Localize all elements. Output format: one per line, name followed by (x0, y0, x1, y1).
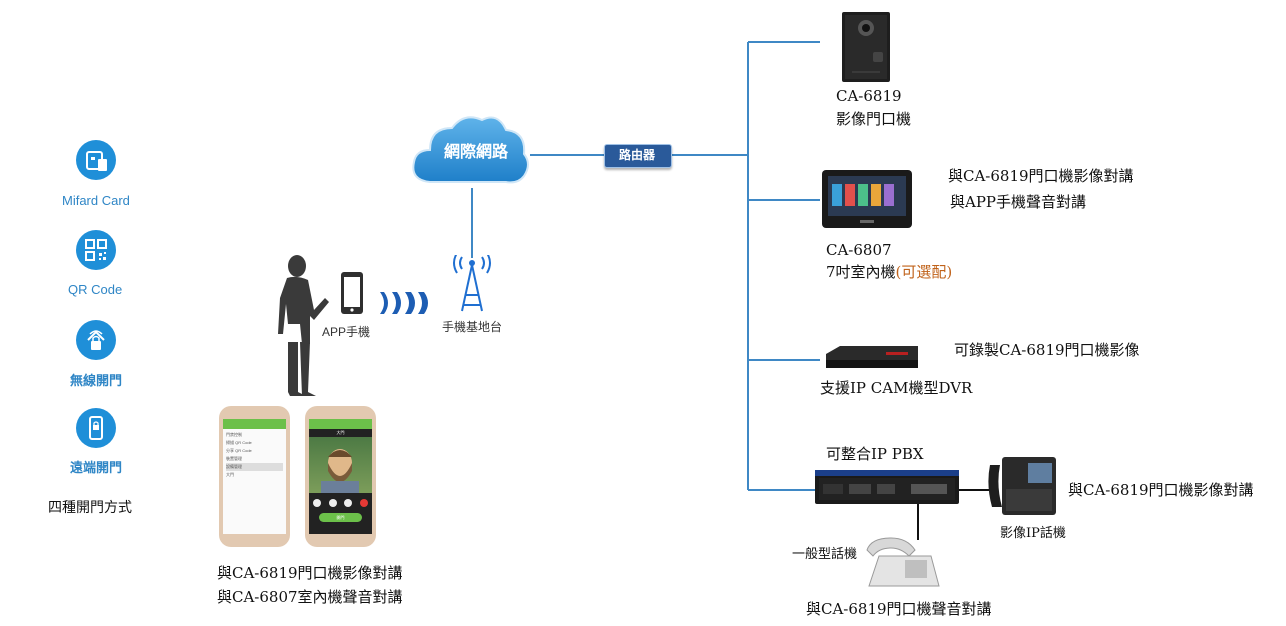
router-label: 路由器 (619, 148, 656, 162)
phones-note-1: 與CA-6819門口機影像對講 (217, 564, 403, 582)
menu-item[interactable]: 設備管理 (226, 463, 283, 471)
indoor-monitor-icon (822, 170, 912, 228)
cloud-label: 網際網路 (444, 144, 509, 161)
menu-item[interactable]: 分享 QR Code (226, 448, 252, 453)
menu-item[interactable]: 裝置管理 (226, 456, 242, 461)
ip-phone-note: 與CA-6819門口機影像對講 (1068, 481, 1254, 499)
visitor-face-icon (321, 449, 359, 493)
analog-phone-icon (866, 537, 940, 587)
menu-item[interactable]: 門禁控制 (226, 432, 242, 437)
qr-code-icon (76, 230, 116, 270)
dvr-name: 支援IP CAM機型DVR (820, 379, 973, 397)
indoor-name: 7吋室內機 (826, 263, 896, 281)
analog-phone-label: 一般型話機 (792, 547, 858, 562)
speaker-icon[interactable] (328, 499, 337, 507)
person-silhouette-icon (278, 255, 329, 396)
wireless-signal-icon (380, 292, 428, 314)
methods-caption: 四種開門方式 (48, 500, 132, 516)
phones-note-2: 與CA-6807室內機聲音對講 (217, 588, 403, 606)
method-label-wireless: 無線開門 (70, 373, 123, 388)
app-phone-label: APP手機 (322, 325, 371, 339)
doorphone-name: 影像門口機 (836, 110, 912, 128)
phone-right: 大門 開門 (305, 406, 376, 547)
indoor-model: CA-6807 (826, 241, 892, 259)
wireless-lock-icon (76, 320, 116, 360)
cell-tower-icon (453, 255, 491, 312)
indoor-optional: (可選配) (895, 263, 953, 281)
phone-right-title: 大門 (336, 430, 345, 435)
app-phone-icon (341, 272, 363, 314)
analog-phone-note: 與CA-6819門口機聲音對講 (806, 600, 992, 618)
indoor-note-2: 與APP手機聲音對講 (950, 193, 1087, 211)
card-reader-icon (76, 140, 116, 180)
method-label-qr: QR Code (68, 282, 123, 297)
pbx-device-icon (815, 470, 959, 504)
dvr-device-icon (826, 346, 918, 368)
doorphone-model: CA-6819 (836, 87, 902, 105)
phone-left-header (223, 419, 286, 429)
method-label-card: Mifard Card (62, 193, 130, 208)
router-box (604, 144, 672, 168)
menu-item[interactable]: 大門 (226, 472, 234, 477)
pbx-title: 可整合IP PBX (826, 445, 924, 463)
ip-video-phone-icon (988, 457, 1056, 515)
indoor-name-line: 7吋室內機(可選配) (826, 265, 952, 280)
phone-left: 門禁控制 掃描 QR Code 分享 QR Code 裝置管理 設備管理 大門 (219, 406, 290, 547)
method-label-remote: 遠端開門 (70, 460, 123, 475)
menu-item[interactable]: 掃描 QR Code (226, 440, 252, 445)
dvr-note: 可錄製CA-6819門口機影像 (954, 341, 1140, 359)
base-station-label: 手機基地台 (442, 320, 503, 334)
phone-right-screen: 大門 開門 (309, 419, 372, 534)
internet-cloud-icon (412, 116, 529, 184)
remote-phone-icon (76, 408, 116, 448)
ip-phone-label: 影像IP話機 (1000, 526, 1066, 541)
mic-icon[interactable] (344, 499, 353, 507)
open-door-button[interactable]: 開門 (319, 513, 362, 522)
hangup-icon[interactable] (360, 499, 369, 507)
doorphone-device-icon (842, 12, 890, 82)
phone-left-screen: 門禁控制 掃描 QR Code 分享 QR Code 裝置管理 設備管理 大門 (223, 419, 286, 534)
camera-icon[interactable] (312, 499, 321, 507)
video-feed (309, 437, 372, 493)
indoor-note-1: 與CA-6819門口機影像對講 (948, 167, 1134, 185)
phone-right-header (309, 419, 372, 429)
call-controls (309, 493, 372, 513)
